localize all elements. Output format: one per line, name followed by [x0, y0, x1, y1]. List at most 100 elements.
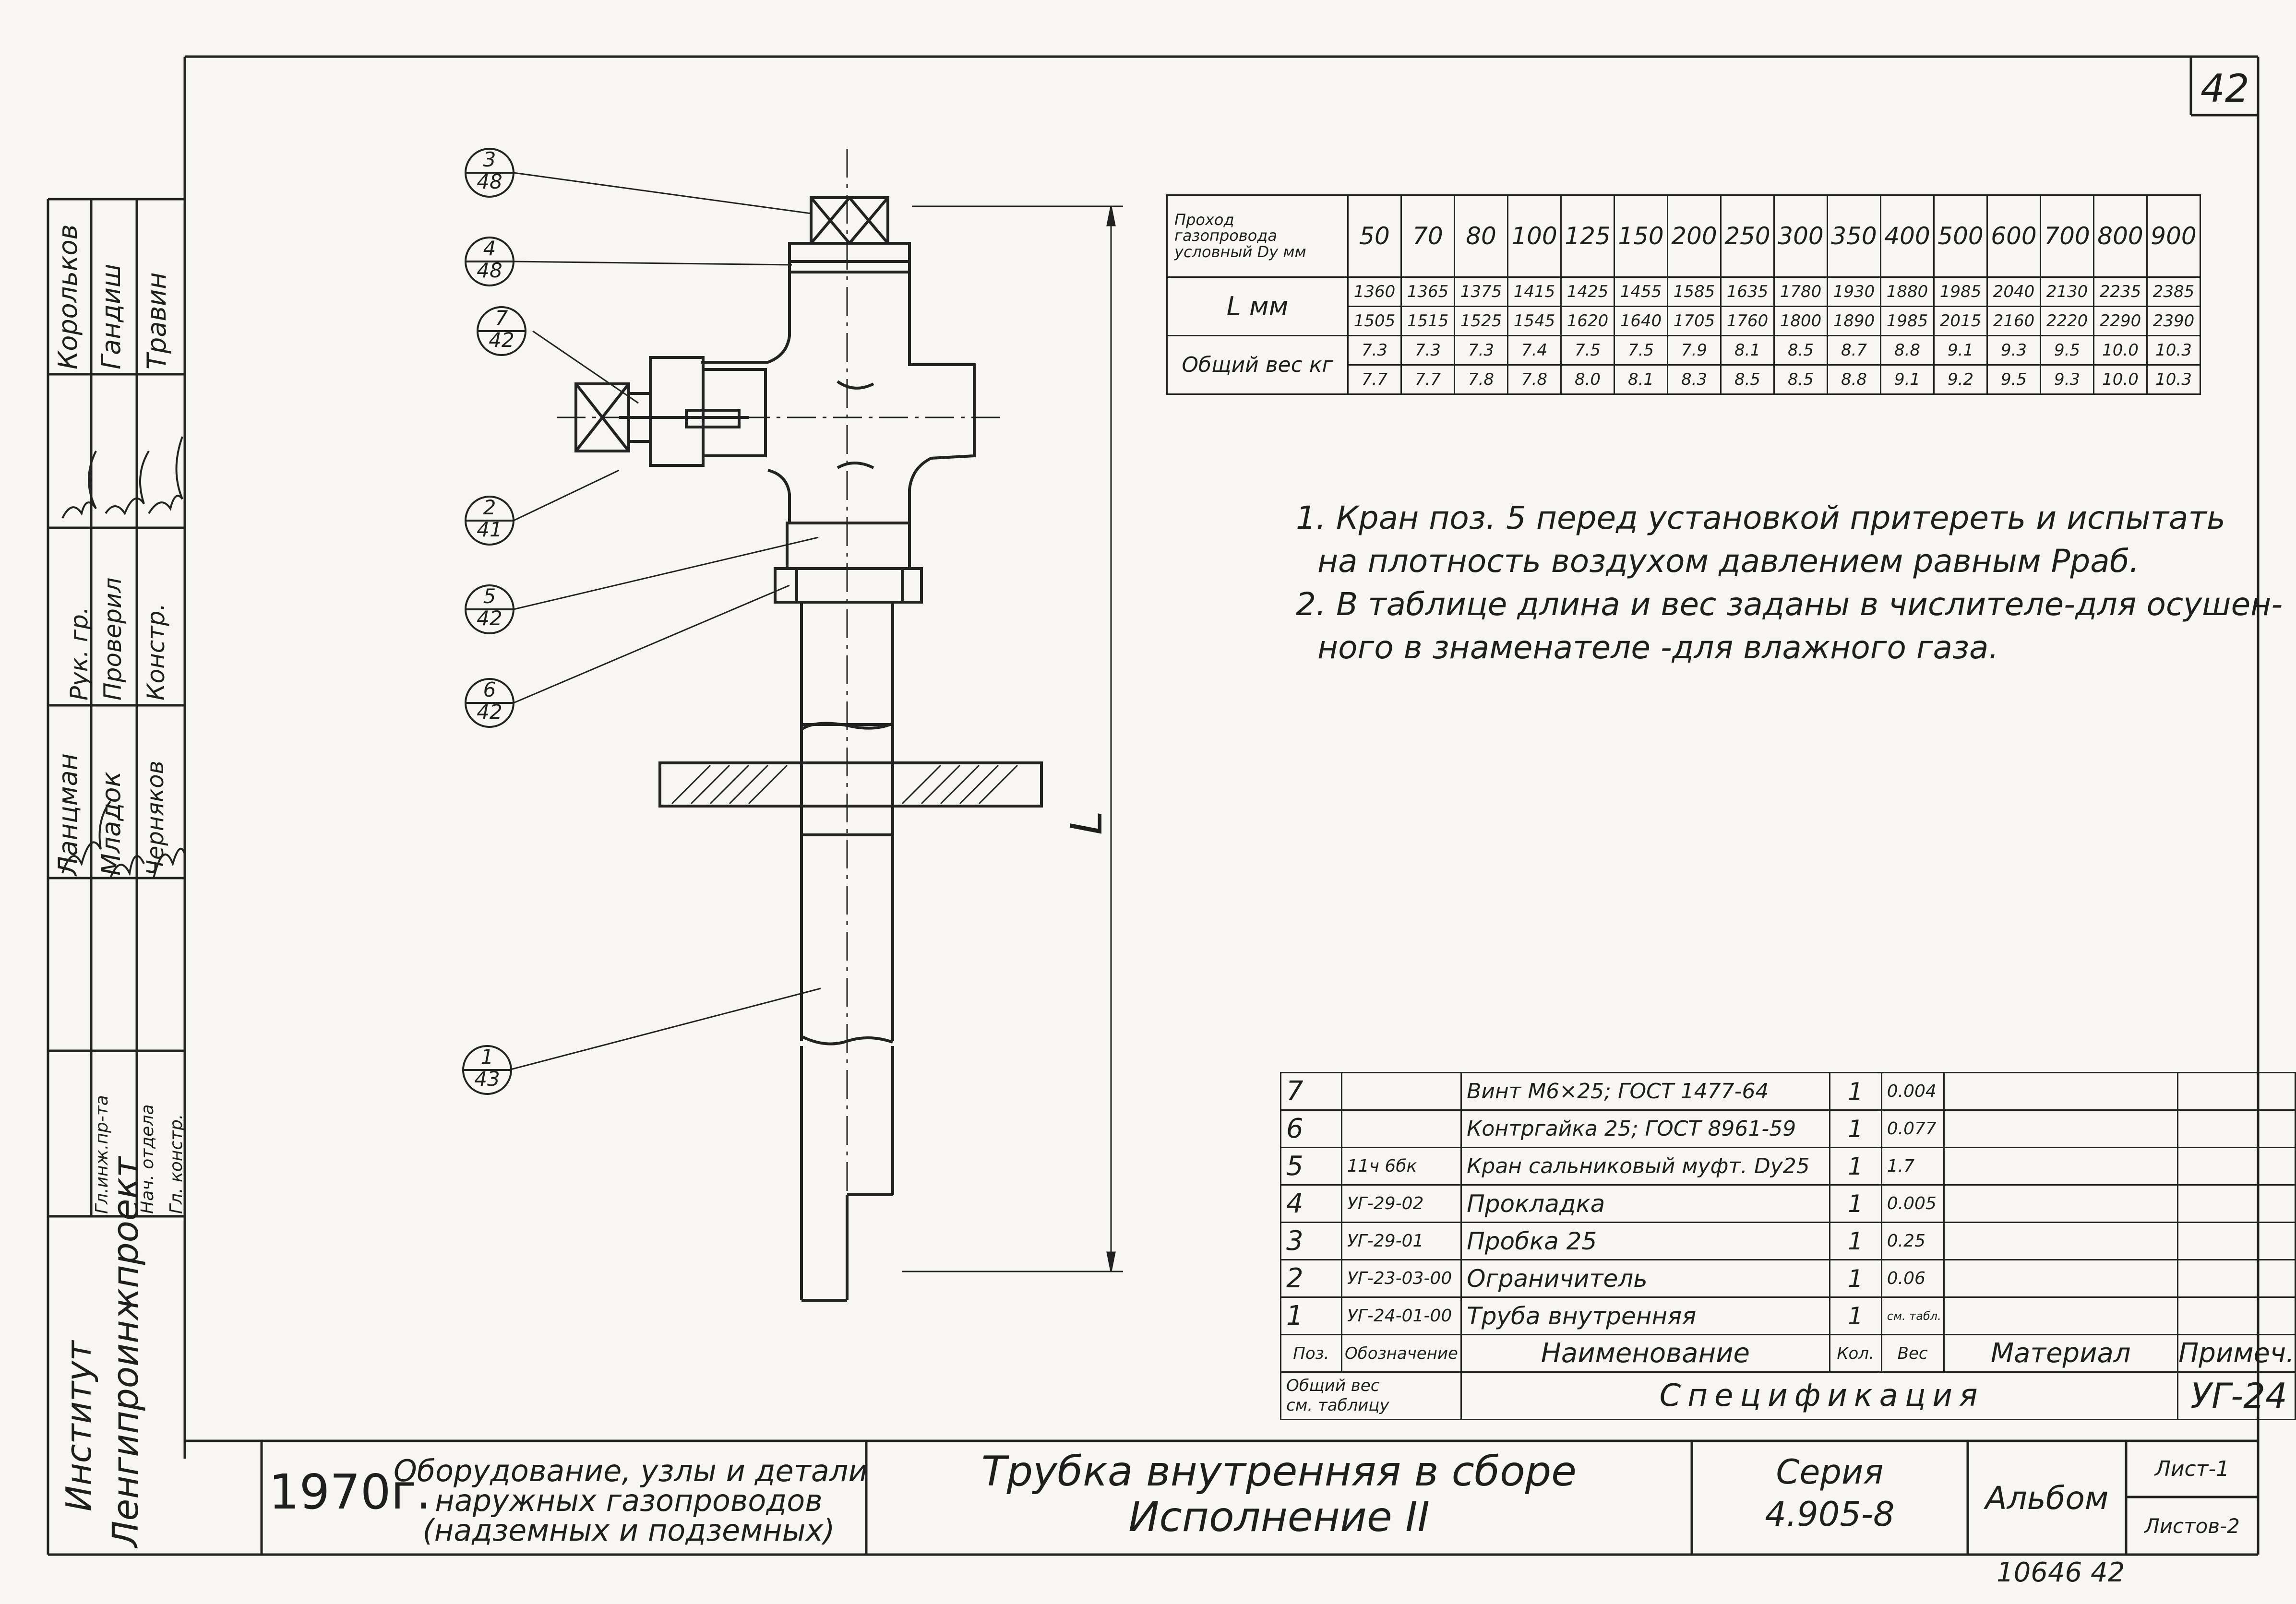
weight-wet-cell: 7.8: [1454, 364, 1508, 395]
spec-weight: 1.7: [1880, 1147, 1945, 1186]
diameter-cell: 500: [1933, 194, 1988, 278]
weight-dry-row: Общий вес кг 7.3 7.3 7.3 7.4 7.5 7.5 7.9…: [1166, 335, 2201, 395]
specification-table: 7 Винт М6×25; ГОСТ 1477-64 1 0.004 6 Кон…: [1280, 1072, 2296, 1420]
spec-note: [2176, 1147, 2296, 1186]
weight-wet-cell: 9.3: [2040, 364, 2094, 395]
length-wet-cell: 1640: [1614, 306, 1668, 336]
person-travin: Травин: [142, 272, 172, 369]
spec-qty: 1: [1829, 1184, 1882, 1223]
spec-pos: 6: [1280, 1109, 1342, 1148]
weight-dry-cell: 9.3: [1986, 335, 2041, 366]
length-dry-cell: 1880: [1880, 276, 1935, 307]
spec-material: [1943, 1184, 2178, 1223]
spec-note: [2176, 1296, 2296, 1335]
diameter-cell: 300: [1773, 194, 1828, 278]
diameter-cell: 400: [1880, 194, 1935, 278]
spec-pos: 4: [1280, 1184, 1342, 1223]
weight-wet-cell: 10.3: [2146, 364, 2201, 395]
spec-header-pos: Поз.: [1280, 1334, 1342, 1373]
note-line: 2. В таблице длина и вес заданы в числит…: [1296, 586, 2283, 623]
weight-dry-cell: 7.5: [1560, 335, 1615, 366]
role-head-of-department: Нач. отдела: [138, 1104, 157, 1214]
spec-name: Пробка 25: [1460, 1222, 1830, 1260]
spec-material: [1943, 1222, 2178, 1260]
spec-weight: 0.004: [1880, 1072, 1945, 1111]
person-korolkov: Корольков: [53, 224, 83, 369]
weight-dry-cell: 7.9: [1667, 335, 1722, 366]
weight-dry-cell: 8.7: [1827, 335, 1881, 366]
length-wet-cell: 2220: [2040, 306, 2094, 336]
institute-name: Ленгипроинжпроект: [105, 1156, 146, 1547]
diameter-cell: 800: [2093, 194, 2148, 278]
weight-wet-cell: 8.5: [1720, 364, 1775, 395]
weight-wet-cell: 7.7: [1347, 364, 1402, 395]
spec-designation: УГ-29-02: [1340, 1184, 1462, 1223]
diameter-cell: 50: [1347, 194, 1402, 278]
length-wet-cell: 1705: [1667, 306, 1722, 336]
spec-designation: 11ч 6бк: [1340, 1147, 1462, 1186]
weight-wet-cell: 9.5: [1986, 364, 2041, 395]
spec-header-row: Поз. Обозначение Наименование Кол. Вес М…: [1280, 1334, 2296, 1373]
spec-designation: [1340, 1072, 1462, 1111]
weight-label: Общий вес кг: [1166, 335, 1349, 395]
weight-dry-cell: 10.3: [2146, 335, 2201, 366]
diameter-cell: 150: [1614, 194, 1668, 278]
weight-dry-cell: 8.1: [1720, 335, 1775, 366]
length-dry-cell: 1365: [1400, 276, 1455, 307]
diameter-cell: 250: [1720, 194, 1775, 278]
spec-row: 3 УГ-29-01 Пробка 25 1 0.25: [1280, 1222, 2296, 1260]
length-wet-row: 1505 1515 1525 1545 1620 1640 1705 1760 …: [1167, 306, 2201, 336]
length-dry-cell: 1585: [1667, 276, 1722, 307]
series-block: Серия 4.905-8: [1765, 1452, 1895, 1534]
spec-note: [2176, 1222, 2296, 1260]
spec-qty: 1: [1829, 1109, 1882, 1148]
person-gandish: Гандиш: [96, 263, 126, 369]
length-wet-cell: 2290: [2093, 306, 2148, 336]
length-dry-cell: 1415: [1507, 276, 1562, 307]
length-dry-cell: 1360: [1347, 276, 1402, 307]
weight-dry-cell: 8.8: [1880, 335, 1935, 366]
spec-header-material: Материал: [1943, 1334, 2178, 1373]
signatures: [61, 436, 185, 879]
weight-wet-row: 7.7 7.7 7.8 7.8 8.0 8.1 8.3 8.5 8.5 8.8 …: [1167, 364, 2201, 395]
spec-name: Ограничитель: [1460, 1259, 1830, 1298]
drawing-title: Трубка внутренняя в сборе Исполнение II: [981, 1448, 1577, 1541]
weight-dry-cell: 7.3: [1400, 335, 1455, 366]
spec-designation: [1340, 1109, 1462, 1148]
spec-material: [1943, 1296, 2178, 1335]
diameter-cell: 350: [1827, 194, 1881, 278]
role-chief-engineer: Гл.инж.пр-та: [92, 1095, 112, 1214]
spec-weight: 0.005: [1880, 1184, 1945, 1223]
length-wet-cell: 2390: [2146, 306, 2201, 336]
weight-wet-cell: 8.0: [1560, 364, 1615, 395]
spec-header-qty: Кол.: [1829, 1334, 1882, 1373]
spec-material: [1943, 1072, 2178, 1111]
spec-code: УГ-24: [2176, 1371, 2296, 1420]
spec-weight: 0.077: [1880, 1109, 1945, 1148]
dimension-label-l: L: [1062, 810, 1112, 835]
weight-wet-cell: 10.0: [2093, 364, 2148, 395]
spec-row: 6 Контргайка 25; ГОСТ 8961-59 1 0.077: [1280, 1109, 2296, 1148]
length-dry-cell: 1425: [1560, 276, 1615, 307]
spec-qty: 1: [1829, 1147, 1882, 1186]
spec-name: Труба внутренняя: [1460, 1296, 1830, 1335]
weight-dry-cell: 9.5: [2040, 335, 2094, 366]
note-line: 1. Кран поз. 5 перед установкой притерет…: [1296, 499, 2225, 536]
length-dry-cell: 1930: [1827, 276, 1881, 307]
weight-wet-cell: 7.7: [1400, 364, 1455, 395]
sheets-label: Листов-2: [2144, 1514, 2240, 1538]
spec-note: [2176, 1072, 2296, 1111]
spec-note: [2176, 1259, 2296, 1298]
weight-wet-cell: 8.5: [1773, 364, 1828, 395]
weight-wet-cell: 7.8: [1507, 364, 1562, 395]
weight-dry-cell: 9.1: [1933, 335, 1988, 366]
length-wet-cell: 1890: [1827, 306, 1881, 336]
spec-designation: УГ-29-01: [1340, 1222, 1462, 1260]
spec-material: [1943, 1109, 2178, 1148]
spec-note: [2176, 1184, 2296, 1223]
spec-row: 2 УГ-23-03-00 Ограничитель 1 0.06: [1280, 1259, 2296, 1298]
length-dry-row: L мм 1360 1365 1375 1415 1425 1455 1585 …: [1166, 276, 2201, 336]
spec-material: [1943, 1147, 2178, 1186]
